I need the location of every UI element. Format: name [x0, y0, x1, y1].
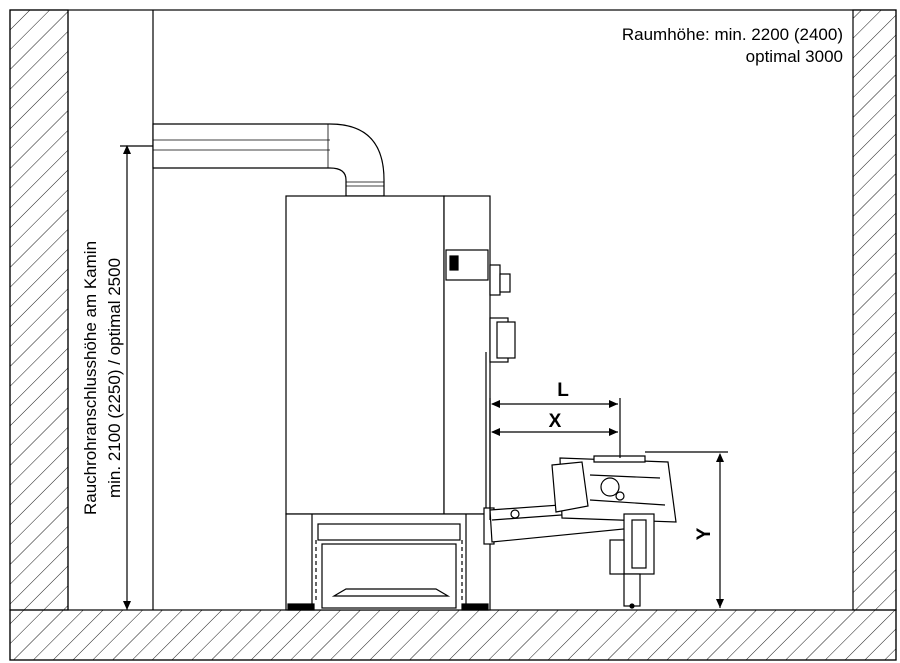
dimension-y — [645, 451, 728, 608]
boiler-base — [285, 513, 491, 611]
room-height-line1: Raumhöhe: min. 2200 (2400) — [622, 25, 843, 44]
chimney — [67, 10, 154, 610]
burner-unit — [483, 455, 677, 609]
dimension-x-label: X — [549, 411, 562, 432]
left-wall — [9, 9, 69, 611]
right-wall — [852, 9, 897, 611]
flue-height-line2: min. 2100 (2250) / optimal 2500 — [105, 258, 124, 498]
flue-height-line1: Rauchrohranschlusshöhe am Kamin — [81, 241, 100, 515]
dimension-l — [489, 398, 621, 520]
flue-pipe — [152, 123, 385, 197]
dimension-l-label: L — [557, 380, 569, 401]
floor — [9, 609, 897, 661]
boiler-body — [285, 195, 516, 515]
room-height-line2: optimal 3000 — [746, 47, 843, 66]
flue-height-dimension — [120, 145, 153, 610]
dimension-y-label: Y — [694, 527, 715, 540]
